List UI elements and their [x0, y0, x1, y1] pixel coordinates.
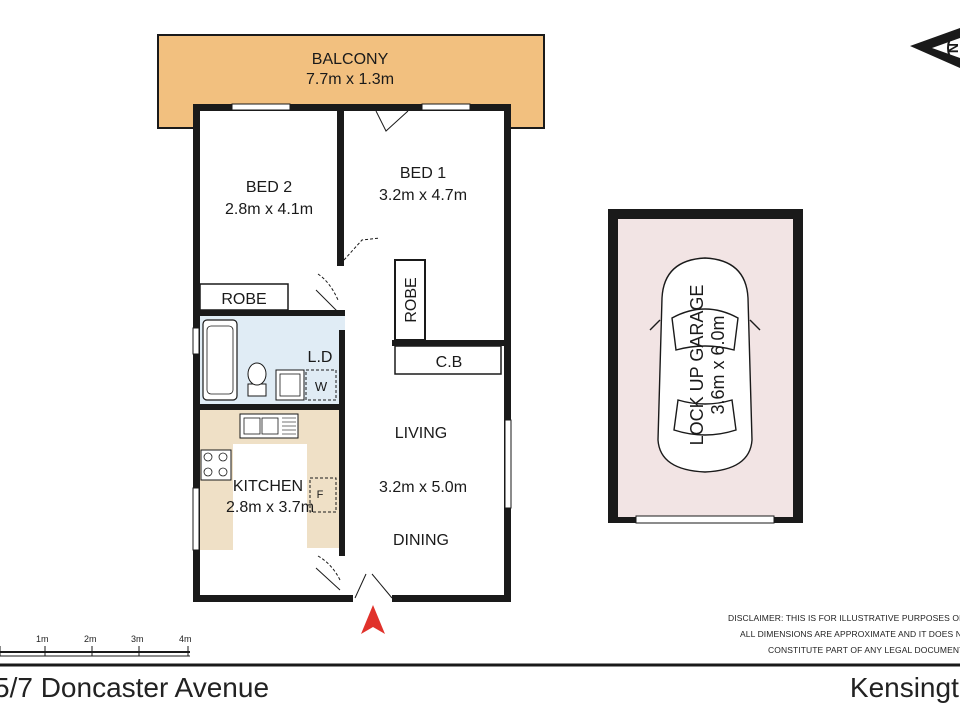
balcony-size: 7.7m x 1.3m	[306, 71, 394, 88]
garage-door	[635, 515, 775, 524]
robe-bed1	[394, 259, 426, 341]
robe-bed1-label: ROBE	[403, 277, 420, 322]
interior-walls	[199, 108, 504, 556]
car-icon	[649, 257, 761, 473]
disclaimer-line-1: DISCLAIMER: THIS IS FOR ILLUSTRATIVE PUR…	[728, 613, 960, 623]
fridge-space	[309, 477, 337, 513]
doors	[315, 110, 409, 599]
robe-bed2-label: ROBE	[221, 291, 266, 308]
kitchen-sink	[239, 413, 299, 439]
disclaimer-line-3: CONSTITUTE PART OF ANY LEGAL DOCUMENT	[768, 645, 960, 655]
property-suburb: Kensington	[849, 672, 960, 703]
fridge-label: F	[317, 489, 324, 501]
kitchen-floor-centre	[233, 444, 307, 548]
bathtub	[202, 319, 238, 401]
garage-label: LOCK UP GARAGE	[687, 285, 707, 446]
balcony-label: BALCONY	[312, 51, 389, 68]
bed2-size: 2.8m x 4.1m	[225, 201, 313, 218]
scale-label-3m: 3m	[131, 634, 144, 644]
laundry-tub	[275, 369, 305, 401]
living-size: 3.2m x 5.0m	[379, 479, 467, 496]
washer-space	[305, 369, 337, 401]
robe-bed2	[199, 283, 289, 311]
disclaimer-line-2: ALL DIMENSIONS ARE APPROXIMATE AND IT DO…	[740, 629, 960, 639]
compass-letter: N	[945, 43, 960, 53]
kitchen-size: 2.8m x 3.7m	[226, 499, 314, 516]
bed2-label: BED 2	[246, 179, 292, 196]
toilet-icon	[247, 362, 267, 397]
scale-label-1m: 1m	[36, 634, 49, 644]
entry-arrow-icon	[361, 605, 385, 634]
cooktop-icon	[200, 449, 232, 481]
bed1-label: BED 1	[400, 165, 446, 182]
windows	[192, 103, 512, 551]
north-compass-icon	[910, 28, 960, 68]
dining-label: DINING	[393, 532, 449, 549]
living-label: LIVING	[395, 425, 447, 442]
cupboard-label: C.B	[436, 354, 463, 371]
scale-bar	[0, 646, 190, 657]
laundry-label: L.D	[308, 349, 333, 366]
scale-label-4m: 4m	[179, 634, 192, 644]
cupboard	[394, 345, 502, 375]
scale-label-2m: 2m	[84, 634, 97, 644]
garage-size: 3.6m x 6.0m	[708, 315, 728, 414]
property-address: 5/7 Doncaster Avenue	[0, 672, 270, 703]
bed1-size: 3.2m x 4.7m	[379, 187, 467, 204]
washer-label: W	[315, 379, 328, 394]
kitchen-label: KITCHEN	[233, 478, 303, 495]
